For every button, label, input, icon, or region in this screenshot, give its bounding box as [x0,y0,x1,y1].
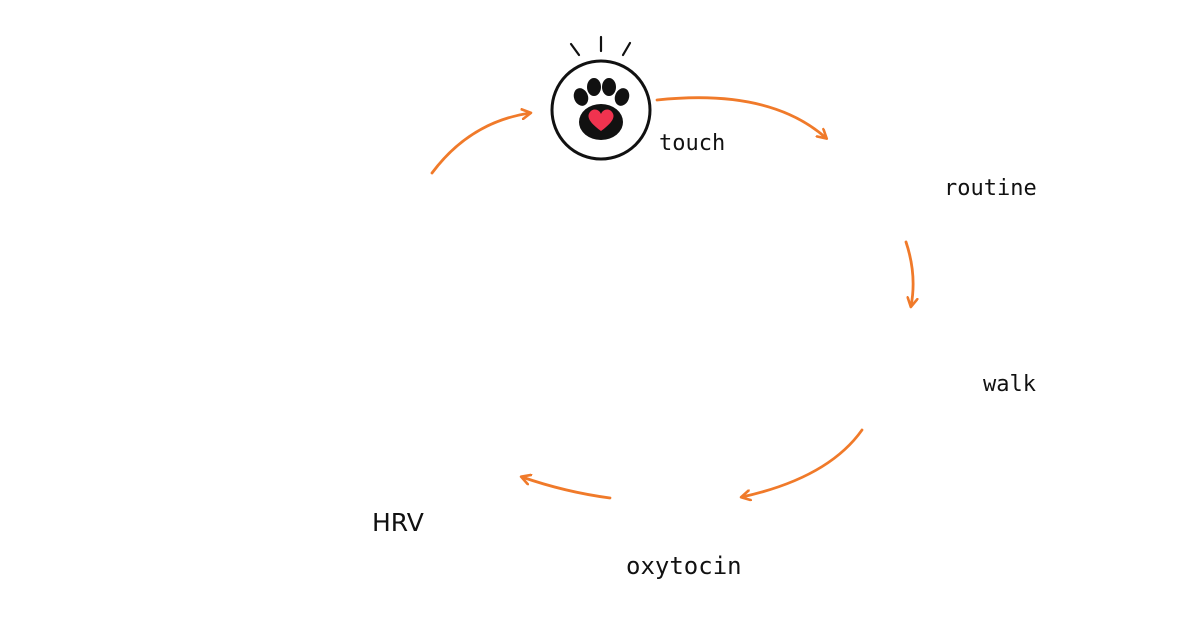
arrow-walk-to-oxytocin [742,428,864,497]
arrow-heart-to-touch [430,113,530,175]
emphasis-lines [569,35,632,57]
heart-icon [588,109,614,131]
arrow-touch-to-routine [655,96,826,138]
label-oxytocin: oxytocin [626,552,742,580]
label-routine: routine [944,176,1037,201]
cycle-arrows [430,96,913,500]
arrow-routine-to-walk [904,240,913,306]
touch-node [550,35,652,161]
label-hrv: HRV [372,508,424,537]
arrow-oxytocin-to-hrv [522,477,612,500]
label-walk: walk [983,372,1036,397]
label-touch: touch [659,131,726,156]
